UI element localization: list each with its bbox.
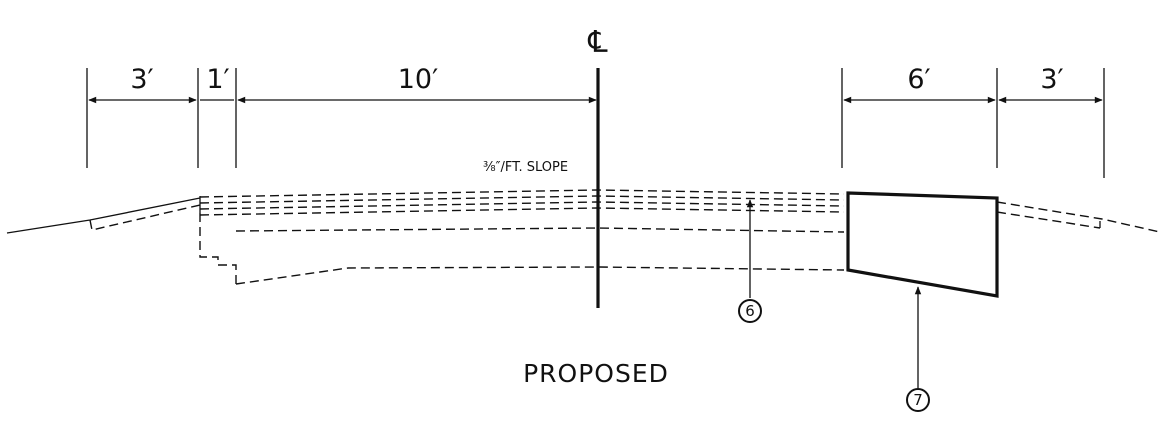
dimension-labels: 3′ 1′ 10′ 6′ 3′	[130, 64, 1063, 95]
callout-6-number: 6	[745, 302, 755, 320]
pavement-layer-2	[199, 195, 845, 204]
pavement-layer-5	[235, 227, 845, 233]
right-block	[846, 191, 999, 298]
drawing-title: PROPOSED	[523, 359, 669, 388]
pavement-layer-3	[199, 201, 845, 210]
slope-note: ⅜″/FT. SLOPE	[483, 160, 568, 175]
callout-6: 6	[738, 199, 762, 323]
right-shoulder-section	[996, 201, 1161, 233]
right-shoulder-base	[996, 211, 1101, 229]
left-shoulder-base	[89, 204, 201, 231]
dim-label-lane: 10′	[398, 64, 439, 95]
pavement-subgrade	[235, 266, 845, 285]
pavement-layers	[199, 189, 845, 285]
dim-label-left-curb: 1′	[206, 64, 229, 95]
pavement-layer-1	[199, 189, 845, 198]
dim-label-right-section: 6′	[907, 64, 930, 95]
centerline-symbol: ℄	[587, 25, 608, 60]
left-shoulder-section	[6, 196, 237, 284]
extension-lines	[86, 68, 1105, 178]
callout-6-circle	[738, 299, 762, 323]
dim-label-right-shoulder: 3′	[1040, 64, 1063, 95]
centerline: ℄	[587, 25, 608, 308]
dim-label-left-shoulder: 3′	[130, 64, 153, 95]
pavement-layer-4	[199, 207, 845, 216]
callout-7-circle	[906, 388, 930, 412]
right-shoulder-top	[996, 201, 1161, 233]
left-curb-step	[199, 213, 237, 284]
callout-7-number: 7	[913, 391, 923, 409]
callout-7: 7	[906, 286, 930, 412]
